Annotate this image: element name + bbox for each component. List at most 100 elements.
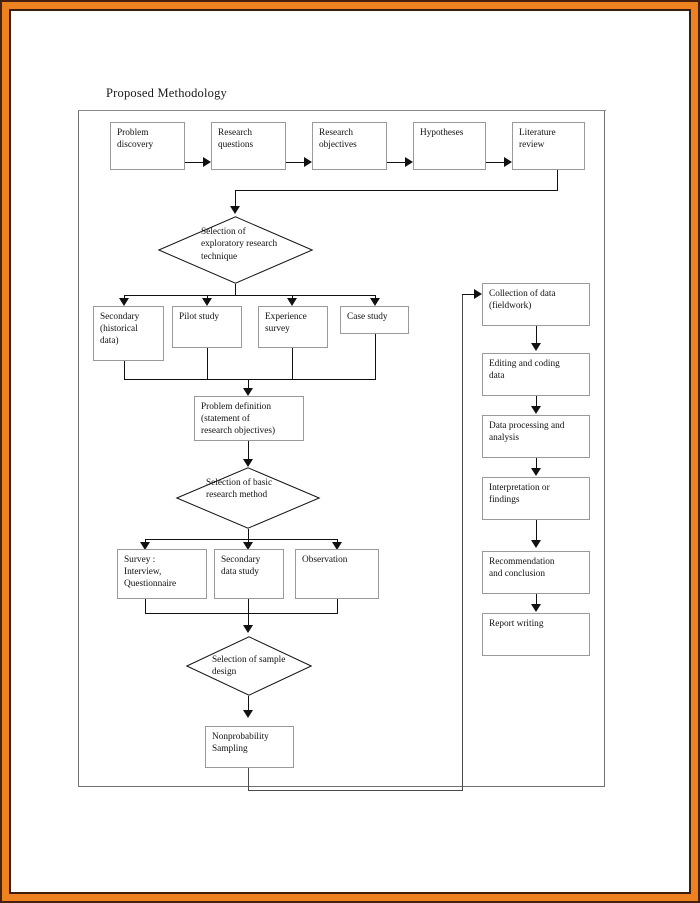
arrowhead-r1-r2 — [531, 343, 541, 351]
page-title: Proposed Methodology — [106, 86, 228, 100]
node-research-questions[interactable]: Research questions — [211, 122, 286, 170]
decision-exploratory-technique[interactable] — [157, 216, 314, 284]
node-line-1: Experience — [265, 312, 307, 322]
node-line-1: Editing and coding — [489, 359, 560, 369]
diamond-line-1: Selection of sample — [212, 655, 286, 665]
arrowhead-d2-n12 — [243, 542, 253, 550]
edge-r4-r5 — [536, 520, 537, 542]
node-line-2: findings — [489, 495, 520, 506]
node-observation[interactable]: Observation — [295, 549, 379, 599]
arrowhead-n5-d1 — [230, 206, 240, 214]
node-line-1: Interpretation or — [489, 483, 550, 493]
edge-row2-to-n10 — [248, 379, 249, 390]
diamond-line-2: design — [212, 667, 237, 678]
node-case-study[interactable]: Case study — [340, 306, 409, 334]
node-line-1: Survey : — [124, 555, 156, 565]
arrowhead-n4-n5 — [504, 157, 512, 167]
node-line-2: Interview, — [124, 567, 162, 578]
decision-basic-research-method[interactable] — [175, 467, 321, 529]
node-pilot-study[interactable]: Pilot study — [172, 306, 242, 348]
edge-row3-to-d3 — [248, 613, 249, 627]
node-data-processing[interactable]: Data processing and analysis — [482, 415, 590, 458]
node-line-2: data — [489, 371, 505, 382]
node-line-1: Collection of data — [489, 289, 556, 299]
diagram-outer-frame — [78, 111, 605, 787]
edge-n11-down — [145, 599, 146, 613]
edge-r1-r2 — [536, 326, 537, 345]
node-line-1: Literature — [519, 128, 556, 138]
decision-sample-label: Selection of sample design — [212, 654, 285, 679]
node-secondary-data-study[interactable]: Secondary data study — [214, 549, 284, 599]
edge-d1-fan-bus — [124, 295, 375, 296]
node-collection-of-data[interactable]: Collection of data (fieldwork) — [482, 283, 590, 326]
edge-r3-r4 — [536, 458, 537, 470]
arrowhead-n3-n4 — [405, 157, 413, 167]
edge-d1-n7 — [207, 295, 208, 300]
edge-n14-up — [462, 294, 463, 791]
arrowhead-n2-n3 — [304, 157, 312, 167]
node-line-2: (fieldwork) — [489, 301, 532, 312]
diamond-shape — [185, 636, 313, 696]
node-research-objectives[interactable]: Research objectives — [312, 122, 387, 170]
node-line-3: research objectives) — [201, 426, 276, 437]
node-line-2: analysis — [489, 433, 519, 444]
node-report-writing[interactable]: Report writing — [482, 613, 590, 656]
decision-sample-design[interactable] — [185, 636, 313, 696]
node-line-1: Case study — [347, 312, 388, 322]
node-line-3: Questionnaire — [124, 579, 177, 590]
diamond-line-2: research method — [206, 490, 268, 501]
node-line-3: data) — [100, 336, 119, 347]
node-line-1: Nonprobability — [212, 732, 269, 742]
node-line-2: objectives — [319, 140, 357, 151]
node-survey[interactable]: Survey : Interview, Questionnaire — [117, 549, 207, 599]
arrowhead-d2-n11 — [140, 542, 150, 550]
diamond-line-3: technique — [201, 251, 238, 262]
arrowhead-d1-n8 — [287, 298, 297, 306]
diamond-shape — [157, 216, 314, 284]
node-line-1: Research — [218, 128, 253, 138]
edge-n2-n3 — [286, 162, 305, 163]
edge-row2-merge-bus — [124, 379, 376, 380]
edge-n14-right — [248, 790, 463, 791]
edge-r2-r3 — [536, 396, 537, 408]
edge-d2-stem — [248, 529, 249, 539]
node-problem-discovery[interactable]: Problem discovery — [110, 122, 185, 170]
edge-n10-d2 — [248, 441, 249, 461]
edge-n8-down — [292, 348, 293, 379]
node-interpretation[interactable]: Interpretation or findings — [482, 477, 590, 520]
edge-n12-down — [248, 599, 249, 613]
edge-d1-n6 — [124, 295, 125, 300]
node-hypotheses[interactable]: Hypotheses — [413, 122, 486, 170]
edge-n3-n4 — [387, 162, 406, 163]
node-experience-survey[interactable]: Experience survey — [258, 306, 328, 348]
arrowhead-row2-n10 — [243, 388, 253, 396]
node-line-1: Observation — [302, 555, 348, 565]
node-secondary-historical[interactable]: Secondary (historical data) — [93, 306, 164, 361]
edge-n9-down — [375, 334, 376, 379]
node-nonprobability-sampling[interactable]: Nonprobability Sampling — [205, 726, 294, 768]
node-line-2: questions — [218, 140, 254, 151]
node-literature-review[interactable]: Literature review — [512, 122, 585, 170]
diamond-line-1: Selection of — [201, 227, 246, 237]
arrowhead-d3-n14 — [243, 710, 253, 718]
arrowhead-n1-n2 — [203, 157, 211, 167]
arrowhead-n10-d2 — [243, 459, 253, 467]
decision-exploratory-label: Selection of exploratory research techni… — [201, 226, 277, 263]
edge-n5-to-d1 — [235, 190, 236, 208]
title-divider — [78, 110, 606, 111]
arrowhead-r2-r3 — [531, 406, 541, 414]
node-line-1: Secondary — [100, 312, 140, 322]
edge-d1-n8 — [292, 295, 293, 300]
decision-basic-label: Selection of basic research method — [206, 477, 272, 502]
edge-d2-fan-bus — [145, 539, 337, 540]
node-editing-coding[interactable]: Editing and coding data — [482, 353, 590, 396]
node-recommendation[interactable]: Recommendation and conclusion — [482, 551, 590, 594]
node-line-1: Report writing — [489, 619, 544, 629]
node-problem-definition[interactable]: Problem definition (statement of researc… — [194, 396, 304, 441]
diamond-shape — [175, 467, 321, 529]
node-line-1: Secondary — [221, 555, 261, 565]
node-line-2: survey — [265, 324, 290, 335]
edge-d2-n11 — [145, 539, 146, 544]
